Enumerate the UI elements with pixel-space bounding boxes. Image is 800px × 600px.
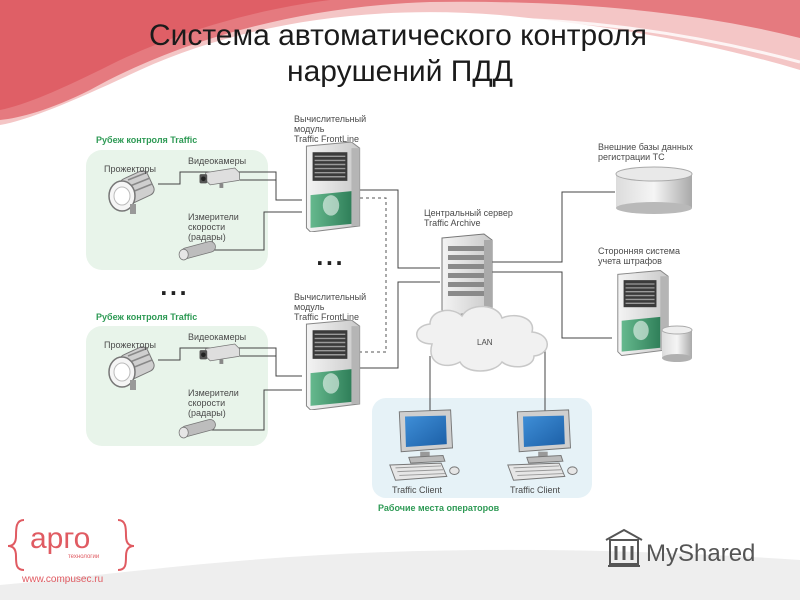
argo-url[interactable]: www.compusec.ru	[22, 574, 104, 585]
frontline-module-1-icon	[305, 142, 361, 232]
ellipsis-modules: ...	[316, 246, 345, 270]
traffic-client-2-label: Traffic Client	[510, 485, 561, 495]
operators-workplaces-title: Рабочие места операторов	[378, 503, 500, 513]
slide-title-line1: Система автоматического контроля	[148, 19, 648, 52]
central-server-icon	[441, 233, 493, 317]
zone-1-title: Рубеж контроля Traffic	[96, 135, 198, 145]
traffic-client-1-label: Traffic Client	[392, 485, 443, 495]
top-wave-accent	[0, 0, 800, 120]
cameras-label: Видеокамеры	[188, 332, 247, 342]
speed-meters-label: Измерители скорости (радары)	[188, 212, 239, 242]
external-db-label: Внешние базы данных регистрации ТС	[598, 142, 693, 162]
frontline-module-2-icon	[305, 320, 361, 410]
central-server-label: Центральный сервер Traffic Archive	[424, 208, 513, 228]
frontline-module-2-label: Вычислительный модуль Traffic FrontLine	[294, 292, 367, 322]
myshared-logo-icon	[605, 528, 643, 567]
slide-title: Система автоматического контроля нарушен…	[0, 18, 800, 90]
lan-cloud-icon	[416, 305, 548, 372]
database-icon	[615, 166, 693, 214]
connection-lines	[158, 171, 615, 431]
top-wave-dark	[0, 0, 330, 110]
backup-links	[360, 197, 387, 353]
speed-meters-label: Измерители скорости (радары)	[188, 388, 239, 418]
projectors-label: Прожекторы	[104, 340, 156, 350]
argo-logo-text: арго	[30, 522, 91, 555]
fines-system-label: Сторонняя система учета штрафов	[598, 246, 680, 266]
small-database-icon	[661, 325, 693, 362]
fines-server-icon	[617, 270, 669, 356]
frontline-module-1-label: Вычислительный модуль Traffic FrontLine	[294, 114, 367, 144]
slide-title-line2: нарушений ПДД	[287, 55, 513, 88]
argo-logo-icon	[7, 519, 135, 571]
bottom-band	[0, 549, 800, 600]
argo-logo-subtitle: технологии	[68, 554, 100, 560]
cameras-label: Видеокамеры	[188, 156, 247, 166]
lan-label: LAN	[477, 338, 493, 347]
zone-2-title: Рубеж контроля Traffic	[96, 312, 198, 322]
myshared-watermark: MyShared	[646, 540, 756, 567]
projectors-label: Прожекторы	[104, 164, 156, 174]
ellipsis-zones: ...	[160, 276, 189, 300]
